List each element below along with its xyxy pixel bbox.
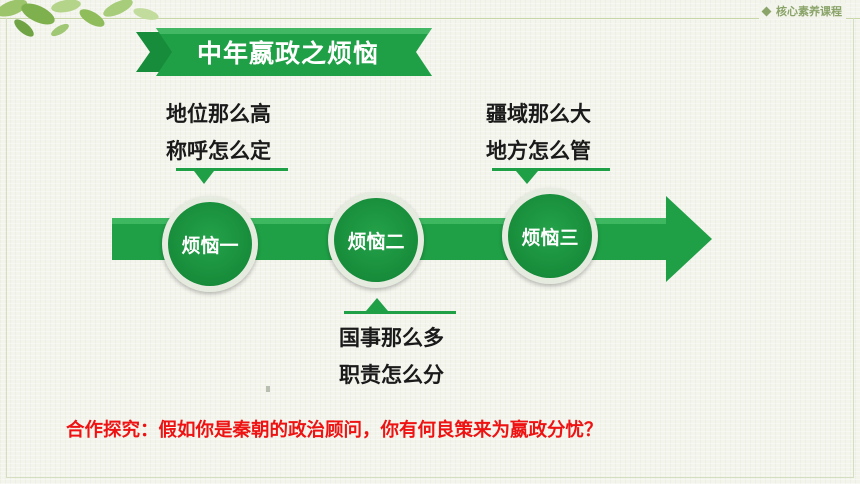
callout-pointer-2: [344, 298, 456, 314]
worry-text-2: 国事那么多 职责怎么分: [339, 320, 444, 394]
worry-circle-3: 烦恼三: [502, 188, 598, 284]
discussion-question: 合作探究：假如你是秦朝的政治顾问，你有何良策来为嬴政分忧？: [66, 420, 603, 441]
frame-left-line: [6, 18, 7, 478]
worry-label-1: 烦恼一: [168, 202, 252, 286]
worry-text-line: 地位那么高: [166, 102, 271, 126]
worry-circle-2: 烦恼二: [328, 192, 424, 288]
small-mark: [266, 386, 270, 392]
frame-top-line: [0, 18, 860, 19]
page-title: 中年嬴政之烦恼: [196, 39, 379, 68]
worry-text-line: 疆域那么大: [486, 102, 591, 126]
worry-text-3: 疆域那么大 地方怎么管: [486, 96, 591, 170]
brand-text: 核心素养课程: [776, 5, 842, 18]
callout-pointer-3: [492, 168, 610, 184]
title-ribbon: [136, 28, 432, 76]
worry-text-line: 称呼怎么定: [166, 139, 271, 163]
brand-tag: 核心素养课程: [759, 3, 846, 19]
worry-circle-1: 烦恼一: [162, 196, 258, 292]
callout-pointer-1: [176, 168, 288, 184]
frame-bottom-line: [6, 477, 854, 478]
diamond-icon: [761, 6, 772, 16]
worry-label-2: 烦恼二: [334, 198, 418, 282]
leaf-decoration: [0, 0, 159, 37]
worry-text-line: 地方怎么管: [486, 139, 591, 163]
frame-right-line: [853, 18, 854, 478]
worry-text-1: 地位那么高 称呼怎么定: [166, 96, 271, 170]
worry-label-3: 烦恼三: [508, 194, 592, 278]
worry-text-line: 国事那么多: [339, 326, 444, 350]
worry-text-line: 职责怎么分: [339, 363, 444, 387]
